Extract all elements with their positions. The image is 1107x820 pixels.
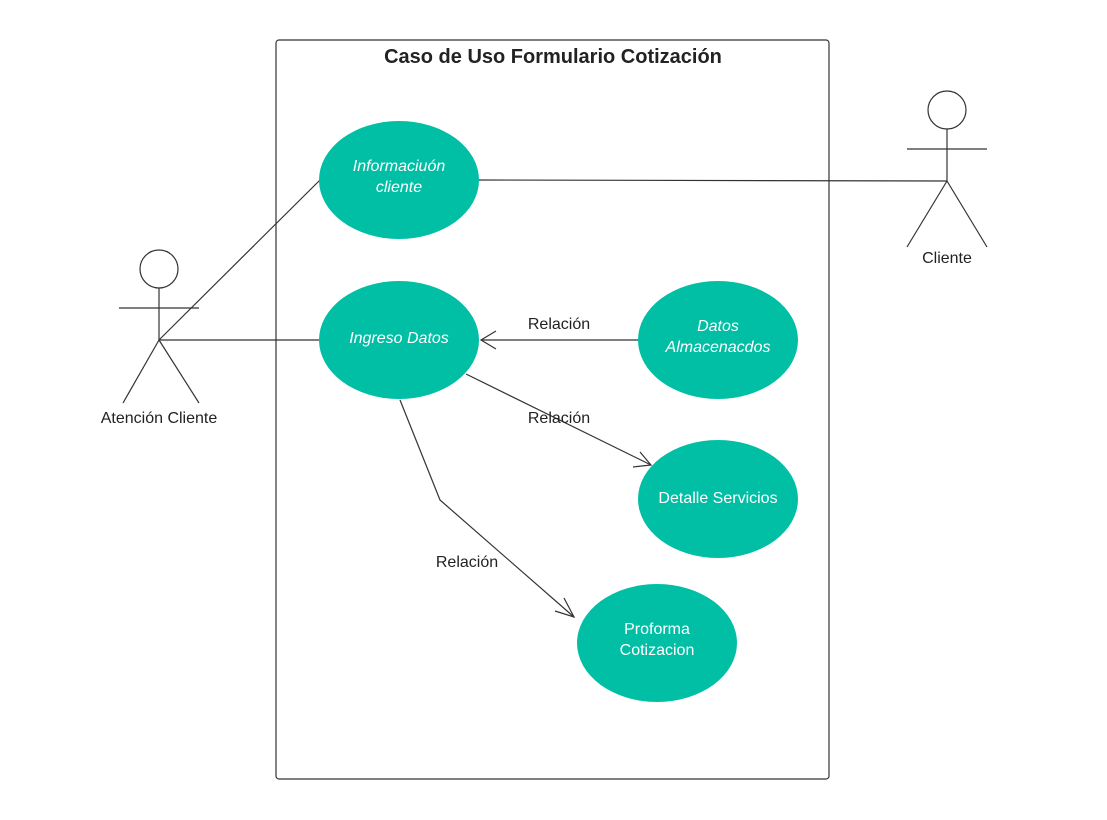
relation-label-datos-ingreso: Relación: [528, 316, 590, 333]
actor-label: Atención Cliente: [101, 410, 218, 427]
actor-leg-left: [906, 180, 948, 248]
relation-line-ingreso-detalle: [465, 373, 652, 466]
relation-arrowhead-ingreso-proforma: [554, 597, 576, 619]
usecase-ellipse: [638, 281, 798, 399]
actor-head: [139, 249, 179, 289]
actor-cliente[interactable]: Cliente: [906, 90, 988, 267]
relation-label-ingreso-proforma: Relación: [436, 554, 498, 571]
relation-arrowhead-ingreso-detalle: [632, 451, 653, 468]
usecase-label: Datos: [697, 318, 739, 335]
usecase-label: cliente: [376, 179, 422, 196]
usecase-ellipse: [319, 121, 479, 239]
system-title: Caso de Uso Formulario Cotización: [384, 46, 722, 68]
usecase-label: Detalle Servicios: [658, 490, 777, 507]
usecase-label: Proforma: [624, 621, 690, 638]
usecase-label: Almacenacdos: [665, 339, 771, 356]
usecase-detalle-servicios[interactable]: Detalle Servicios: [638, 440, 798, 558]
actor-label: Cliente: [922, 250, 972, 267]
usecase-proforma-cotizacion[interactable]: Proforma Cotizacion: [577, 584, 737, 702]
usecase-datos-almacenados[interactable]: Datos Almacenacdos: [638, 281, 798, 399]
usecase-label: Cotizacion: [620, 642, 695, 659]
relation-label-ingreso-detalle: Relación: [528, 410, 590, 427]
actor-leg-right: [158, 339, 200, 404]
usecase-label: Informaciuón: [353, 158, 446, 175]
actor-leg-left: [122, 339, 160, 404]
usecase-ingreso-datos[interactable]: Ingreso Datos: [319, 281, 479, 399]
usecase-ellipse: [577, 584, 737, 702]
relation-arrowhead-datos-ingreso: [479, 330, 497, 350]
actor-atencion-cliente[interactable]: Atención Cliente: [101, 249, 218, 427]
usecase-informacion-cliente[interactable]: Informaciuón cliente: [319, 121, 479, 239]
actor-leg-right: [946, 180, 988, 248]
usecase-ellipse: [319, 281, 479, 399]
system-boundary: [275, 39, 830, 780]
association-atencion-informacion: [158, 179, 321, 341]
association-cliente-informacion: [478, 179, 948, 182]
actor-head: [927, 90, 967, 130]
usecase-ellipse: [638, 440, 798, 558]
usecase-label: Ingreso Datos: [349, 330, 449, 347]
relation-line-ingreso-proforma: [399, 399, 575, 618]
